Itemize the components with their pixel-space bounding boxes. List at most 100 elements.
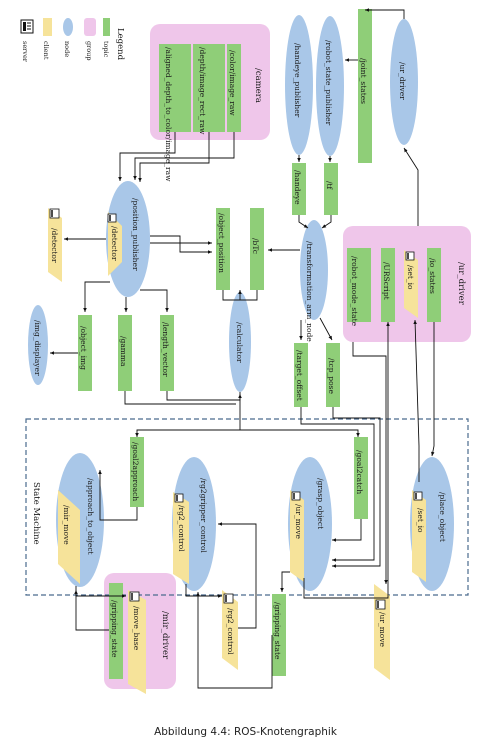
node-ur-driver-top-label: /ur_driver	[398, 62, 407, 100]
node-calculator-label: /calculator	[235, 322, 244, 363]
service-mir-move-base[interactable]	[128, 590, 146, 694]
node-img-displayer-label: /img_displayer	[33, 320, 42, 376]
server-icon-detector-inner	[107, 213, 117, 223]
node-position-publisher[interactable]	[106, 181, 150, 297]
topic-robot-mode-state-label: /robot_mode_state	[350, 256, 359, 327]
server-icon-detector	[49, 208, 60, 219]
node-robot-state-publisher-label: /robot_state_publisher	[324, 40, 333, 126]
topic-target-offset[interactable]	[294, 343, 308, 407]
legend-topic-swatch	[103, 18, 110, 36]
node-approach-to-object-label: /approach_to_object	[86, 478, 95, 555]
legend-topic-label: topic	[102, 41, 110, 58]
node-robot-state-publisher[interactable]	[316, 16, 344, 156]
server-icon-rg2-control	[174, 493, 184, 503]
ros-node-graph: /camera /ur_driver /mir_driver State Mac…	[20, 8, 471, 694]
service-ur-move-ext-label: /ur_move	[378, 612, 387, 648]
topic-gamma-label: /gamma	[119, 336, 128, 367]
legend-group-label: group	[85, 41, 93, 61]
topic-io-states-label: /io_states	[428, 258, 437, 294]
client-ur-move[interactable]	[290, 490, 304, 582]
node-calculator[interactable]	[229, 292, 251, 392]
legend-node-label: node	[63, 41, 71, 57]
topic-bTc[interactable]	[250, 208, 264, 290]
connectors	[50, 8, 435, 689]
server-icon-ur-move	[291, 491, 301, 501]
server-icon-ur-move-ext	[375, 599, 386, 610]
client-detector-inner[interactable]	[108, 212, 122, 276]
client-mir-move-label: /mir_move	[62, 505, 71, 545]
figure-caption: Abbildung 4.4: ROS-Knotengraphik	[154, 726, 337, 738]
server-icon-mir-move-base	[129, 591, 140, 602]
service-set-io-group-label: /set_io	[406, 265, 415, 290]
topic-gripping-state-mir-label: /gripping_state	[110, 600, 119, 658]
legend: Legend topic group node client server	[20, 18, 125, 63]
topic-gamma[interactable]	[118, 315, 132, 391]
topic-length-vector-label: /length_vector	[161, 322, 170, 377]
client-rg2-control-label: /rg2_control	[177, 505, 186, 552]
topic-handeye-label: /handeye	[293, 170, 302, 205]
client-mir-move[interactable]	[58, 490, 80, 584]
topic-goal2catch-label: /goal2catch	[355, 450, 364, 494]
state-machine-group	[25, 418, 469, 596]
client-rg2-control[interactable]	[173, 492, 189, 584]
node-transformation-arm-node[interactable]	[300, 220, 328, 320]
state-machine-label: State Machine	[31, 482, 41, 545]
topic-robot-mode-state[interactable]	[347, 248, 371, 322]
topic-goal2approach-label: /goal2approach	[131, 442, 140, 501]
legend-title: Legend	[115, 28, 125, 61]
topic-handeye[interactable]	[292, 163, 306, 215]
service-rg2-control-ext-label: /rg2_control	[226, 608, 235, 655]
topic-goal2catch[interactable]	[354, 437, 368, 519]
topic-tcp-pose[interactable]	[326, 343, 340, 407]
service-rg2-control-ext[interactable]	[222, 590, 238, 670]
client-detector-inner-label: /detector	[110, 226, 119, 261]
topic-object-position-label: /object_position	[217, 213, 226, 273]
server-icon-rg2-control-ext	[223, 593, 234, 604]
client-set-io[interactable]	[412, 490, 426, 582]
client-set-io-label: /set_io	[416, 508, 425, 533]
node-ur-driver-top[interactable]	[390, 19, 418, 145]
topic-tcp-pose-label: /tcp_pose	[327, 358, 336, 394]
server-detector-label: /detector	[50, 228, 59, 263]
node-grasp-object-label: /grasp_object	[316, 478, 325, 529]
topic-depth-image-rect-raw-label: /depth/image_rect_raw	[198, 47, 207, 135]
topic-tf-label: /tf	[325, 181, 334, 191]
topic-object-position[interactable]	[216, 208, 230, 290]
topic-joint-states-label: /joint_states	[359, 58, 368, 104]
topic-aligned-depth[interactable]	[159, 44, 191, 132]
topic-color-image-raw[interactable]	[227, 44, 241, 132]
node-handeye-publisher-label: /handeye_publisher	[293, 43, 302, 118]
client-ur-move-label: /ur_move	[294, 504, 303, 540]
topic-depth-image-rect-raw[interactable]	[193, 44, 225, 132]
node-place-object-label: /place_object	[438, 492, 447, 542]
node-position-publisher-label: /position_publisher	[131, 198, 140, 271]
node-transformation-arm-node-label: /transformation_arm_node	[305, 241, 314, 342]
topic-gripping-state-mir[interactable]	[109, 583, 123, 679]
topic-length-vector[interactable]	[160, 315, 174, 391]
topic-color-image-raw-label: /color/image_raw	[228, 50, 237, 116]
service-urscript[interactable]	[381, 248, 395, 322]
node-handeye-publisher[interactable]	[285, 15, 313, 155]
service-mir-move-base-label: /move_base	[132, 606, 141, 651]
node-img-displayer[interactable]	[28, 305, 48, 385]
topic-tf[interactable]	[324, 163, 338, 215]
topic-joint-states[interactable]	[358, 9, 372, 163]
topic-bTc-label: /bTc	[251, 238, 260, 254]
topic-object-img[interactable]	[78, 315, 92, 391]
legend-client-swatch	[43, 18, 52, 36]
server-detector[interactable]	[48, 208, 62, 282]
service-set-io-group[interactable]	[404, 250, 418, 318]
topic-aligned-depth-label: /aligned_depth_to_color/image_raw	[164, 47, 173, 182]
topic-io-states[interactable]	[427, 248, 441, 322]
topic-object-img-label: /object_img	[79, 326, 88, 370]
legend-server-icon	[20, 19, 34, 34]
node-rg2gripper-control-label: /rg2gripper_control	[199, 478, 208, 554]
topic-gripping-state-bottom[interactable]	[272, 594, 286, 676]
legend-group-swatch	[84, 18, 96, 36]
server-icon-set-io-group	[405, 251, 415, 261]
topic-target-offset-label: /target_offset	[295, 350, 304, 401]
topic-goal2approach[interactable]	[130, 437, 144, 507]
service-urscript-label: /URScript	[382, 262, 391, 300]
mir-driver-group-label: /mir_driver	[160, 611, 170, 660]
legend-client-label: client	[42, 41, 50, 60]
